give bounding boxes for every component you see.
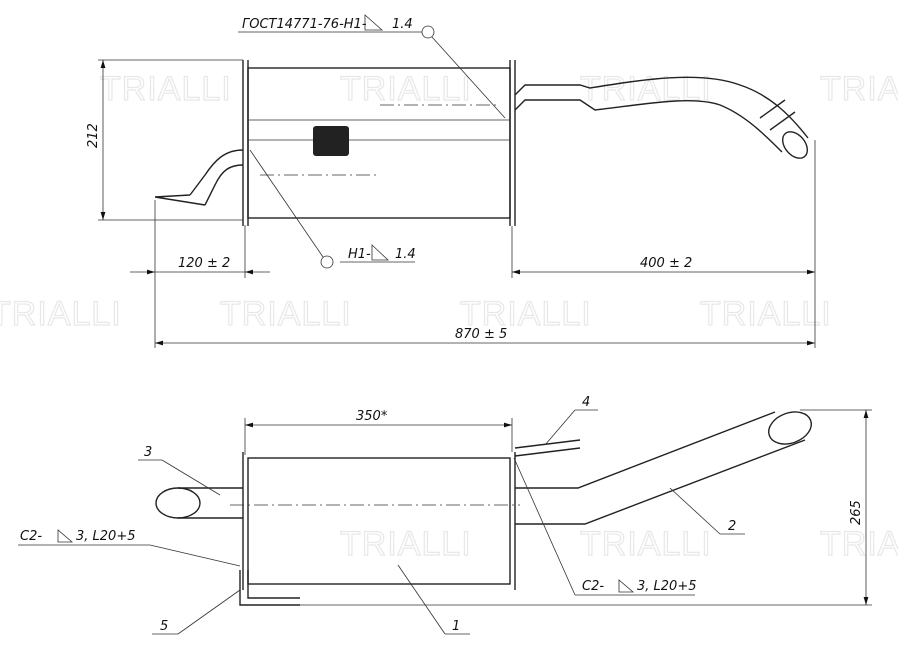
svg-text:4: 4 [582,395,590,410]
svg-text:350*: 350* [356,409,388,424]
svg-text:212: 212 [86,123,101,148]
svg-text:С2-: С2- [20,529,42,544]
svg-text:TRIALLI: TRIALLI [340,70,472,108]
svg-text:Н1-: Н1- [348,247,371,262]
svg-text:5: 5 [160,619,168,634]
watermarks: TRIALLI TRIALLI TRIALLI TRIALLI TRIALLI … [0,69,898,563]
weld-symbol-icon [371,244,390,261]
svg-text:TRIALLI: TRIALLI [340,525,472,563]
svg-text:400 ± 2: 400 ± 2 [640,256,692,271]
svg-text:2: 2 [728,519,736,534]
svg-text:ГОСТ14771-76-Н1-: ГОСТ14771-76-Н1- [242,17,367,32]
svg-text:TRIALLI: TRIALLI [460,295,592,333]
svg-text:3, L20+5: 3, L20+5 [76,529,135,544]
hanger-5 [239,570,300,606]
inlet-pipe-end [155,487,201,519]
svg-text:С2-: С2- [582,579,604,594]
outlet-pipe-bottom [515,411,806,525]
inlet-pipe-top [154,149,244,206]
top-view: 212 120 ± 2 400 ± 2 870 ± 5 ГОСТ14771-76… [86,14,816,348]
weld-symbol-icon [57,529,74,543]
muffler-body-bottom [247,457,511,585]
outlet-pipe-top [514,76,809,153]
svg-text:TRIALLI: TRIALLI [820,525,898,563]
svg-text:3, L20+5: 3, L20+5 [637,579,696,594]
svg-text:1: 1 [452,619,460,634]
svg-text:TRIALLI: TRIALLI [580,70,712,108]
svg-text:3: 3 [144,445,152,460]
weld-symbol-icon [364,14,384,31]
svg-text:TRIALLI: TRIALLI [220,295,352,333]
svg-text:265: 265 [849,500,864,525]
hanger-4 [514,439,581,457]
svg-text:TRIALLI: TRIALLI [820,70,898,108]
svg-text:TRIALLI: TRIALLI [0,295,122,333]
weld-symbol-icon [618,579,635,593]
svg-text:TRIALLI: TRIALLI [580,525,712,563]
svg-text:1.4: 1.4 [395,247,416,262]
svg-text:120 ± 2: 120 ± 2 [178,256,230,271]
bottom-view: 350* 265 3 4 2 1 5 С2- 3, L20+5 С2- 3, L… [18,395,872,635]
svg-text:TRIALLI: TRIALLI [100,70,232,108]
svg-text:1.4: 1.4 [392,17,413,32]
svg-text:TRIALLI: TRIALLI [700,295,832,333]
heat-shield-mark [313,126,349,156]
svg-text:870 ± 5: 870 ± 5 [455,327,507,342]
